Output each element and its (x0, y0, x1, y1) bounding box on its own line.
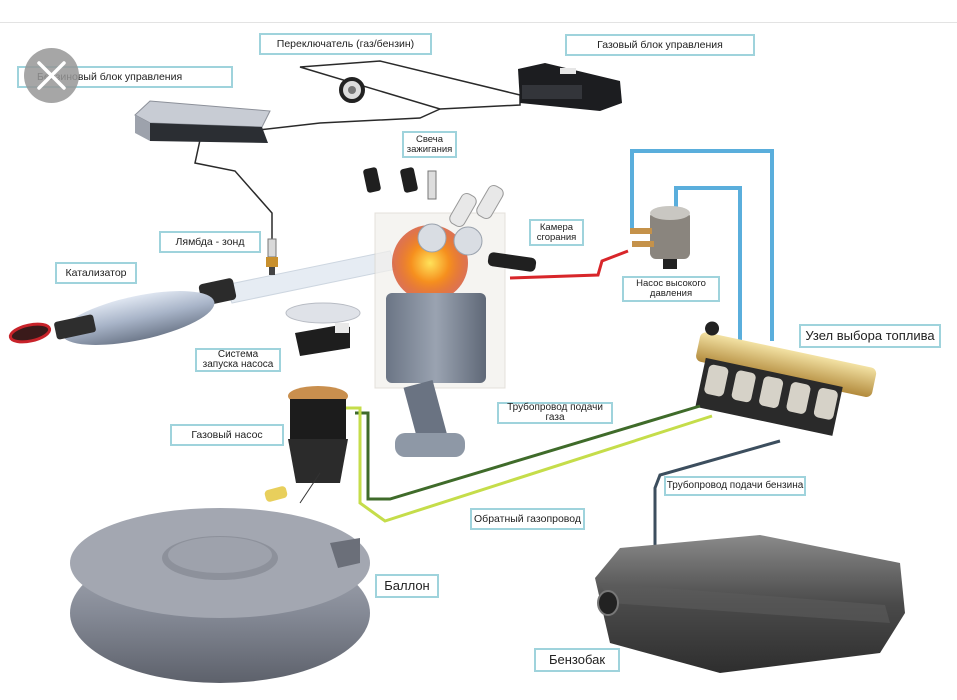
label-pump-start-system: Система запуска насоса (195, 348, 281, 372)
ecu-link-wire (249, 108, 441, 132)
viewer-top-bar (0, 0, 957, 23)
petrol-tank (595, 535, 905, 673)
fuel-switch-dial (339, 77, 365, 103)
high-pressure-pump (630, 206, 690, 269)
gas-pump (264, 386, 348, 504)
label-gas-pump: Газовый насос (170, 424, 284, 446)
label-combustion-chamber: Камера сгорания (529, 219, 584, 246)
diagram-illustration (8, 60, 905, 683)
gas-ecu-unit (518, 63, 622, 111)
label-spark-plug: Свеча зажигания (402, 131, 457, 158)
high-pressure-line (509, 249, 629, 280)
gas-supply-line (355, 404, 701, 501)
label-petrol-supply-line: Трубопровод подачи бензина (664, 476, 806, 496)
engine-cylinder (363, 167, 537, 457)
label-high-pressure-pump: Насос высокого давления (622, 276, 720, 302)
exhaust-catalyst (8, 250, 397, 345)
label-gas-supply-line: Трубопровод подачи газа (497, 402, 613, 424)
petrol-supply-line (653, 439, 781, 561)
lambda-wire (194, 139, 273, 251)
petrol-ecu-unit (134, 100, 271, 143)
label-petrol-tank: Бензобак (534, 648, 620, 672)
label-lambda-sensor: Лямбда - зонд (159, 231, 261, 253)
fuel-selector-rail (695, 321, 877, 436)
close-icon (37, 61, 66, 90)
pump-start-system (285, 302, 361, 356)
lambda-sensor (266, 238, 278, 275)
diagram-canvas: Бензиновый блок управления Переключатель… (0, 23, 957, 700)
gas-return-line (345, 406, 713, 523)
switch-wire-loop (299, 60, 521, 110)
label-return-gas-line: Обратный газопровод (470, 508, 585, 530)
blue-fuel-loops (630, 149, 774, 341)
label-catalyst: Катализатор (55, 262, 137, 284)
label-gas-cylinder: Баллон (375, 574, 439, 598)
label-gas-ecu: Газовый блок управления (565, 34, 755, 56)
close-button[interactable] (24, 48, 79, 103)
label-fuel-selector: Узел выбора топлива (799, 324, 941, 348)
label-fuel-switch: Переключатель (газ/бензин) (259, 33, 432, 55)
gas-cylinder-toroid (70, 508, 370, 683)
